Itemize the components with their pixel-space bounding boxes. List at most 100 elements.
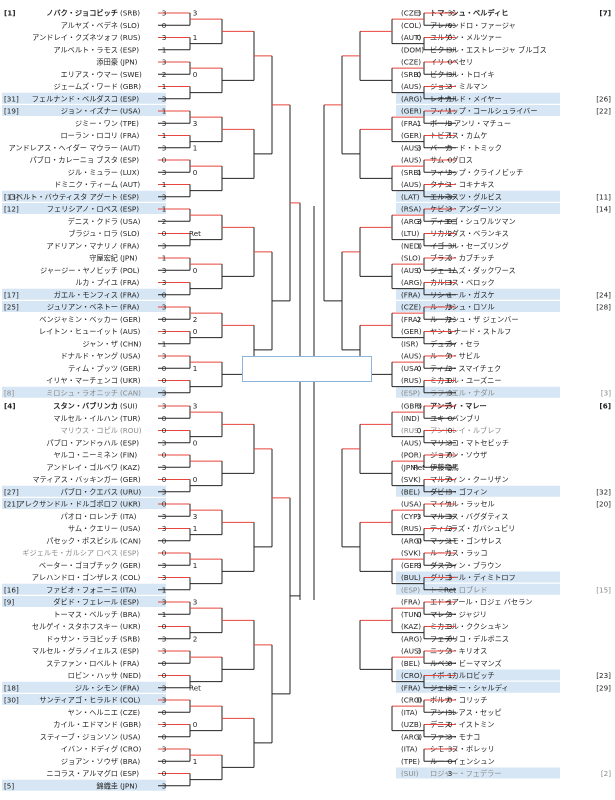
seed-highlight (396, 767, 560, 779)
score: 1 (448, 598, 453, 607)
player-name: ジョアン・ソウザ (61, 757, 118, 766)
country-code: (NED) (401, 241, 422, 250)
player-name: 錦織圭 (96, 781, 118, 790)
country-code: (AUS) (401, 143, 422, 152)
seed-highlight (396, 288, 560, 300)
score: 3 (448, 683, 453, 692)
score: 3 (448, 732, 453, 741)
country-code: (BEL) (401, 487, 420, 496)
player-name: ジェームズ・ダックワース (430, 266, 516, 275)
country-code: (NED) (120, 671, 141, 680)
seed-label: [21] (4, 500, 19, 509)
country-code: (TPE) (120, 119, 139, 128)
country-code: (BUL) (401, 573, 421, 582)
score: 0 (193, 475, 198, 484)
country-code: (USA) (120, 107, 141, 116)
score: 3 (417, 9, 422, 18)
score: 0 (162, 500, 167, 509)
country-code: (ESP) (401, 585, 420, 594)
seed-label: [28] (596, 303, 611, 312)
country-code: (AUS) (401, 180, 422, 189)
country-code: (ARG) (401, 217, 422, 226)
seed-highlight (2, 386, 166, 398)
country-code: (RUS) (401, 426, 422, 435)
score: 1 (162, 131, 167, 140)
score: 0 (162, 536, 167, 545)
score: 3 (162, 634, 167, 643)
player-name: ケビン・アンダーソン (430, 205, 502, 214)
seed-highlight (2, 190, 166, 202)
score: 0 (162, 757, 167, 766)
country-code: (LUX) (120, 168, 140, 177)
player-name: ユルゲン・メルツァー (430, 33, 502, 42)
player-name: マリウス・コピル (60, 426, 118, 435)
score: 3 (448, 45, 453, 54)
player-name: ファビオ・フォニーニ (46, 585, 118, 594)
score: 3 (448, 708, 453, 717)
score: 3 (162, 781, 167, 790)
country-code: (CZE) (401, 58, 421, 67)
country-code: (ARG) (401, 634, 422, 643)
seed-label: [14] (596, 205, 611, 214)
score: 0 (162, 290, 167, 299)
player-name: フェリシアノ・ロペス (47, 205, 118, 214)
player-name: ニック・キリオス (430, 647, 487, 656)
country-code: (FRA) (120, 131, 140, 140)
score: Ret (189, 683, 201, 692)
country-code: (ESP) (401, 388, 420, 397)
score: 0 (162, 229, 167, 238)
seed-highlight (396, 92, 560, 104)
country-code: (UZB) (401, 720, 422, 729)
score: 0 (193, 168, 198, 177)
score: 3 (448, 388, 453, 397)
country-code: (CZE) (120, 708, 140, 717)
score: 0 (417, 426, 422, 435)
player-name: 守屋宏紀 (89, 254, 118, 263)
score: 3 (162, 438, 167, 447)
score: 1 (193, 33, 198, 42)
seed-highlight (2, 694, 166, 705)
player-name: ジェームズ・ワード (54, 82, 118, 91)
player-name: ダスティン・ブラウン (430, 561, 501, 570)
score: 3 (448, 561, 453, 570)
seed-highlight (396, 190, 560, 202)
country-code: (ARG) (401, 278, 422, 287)
country-code: (SRB) (120, 634, 140, 643)
player-name: ニコラス・アルマグロ (46, 769, 118, 778)
country-code: (GER) (120, 364, 141, 373)
seed-highlight (2, 681, 166, 693)
player-name: フィリップ・コールシュライバー (430, 107, 538, 116)
seed-highlight (396, 301, 560, 312)
player-name: マティアス・バッキンガー (32, 475, 118, 484)
player-name: エドゥアール・ロジェ バセラン (430, 598, 532, 607)
score: 1 (417, 241, 422, 250)
score: 0 (448, 426, 453, 435)
player-name: ジョアン・ソウザ (430, 451, 487, 460)
score: 1 (448, 131, 453, 140)
score: 1 (162, 585, 167, 594)
player-name: ミカエル・ククシュキン (430, 622, 509, 631)
country-code: (GBR) (120, 720, 141, 729)
score: 3 (448, 192, 453, 201)
score: 3 (162, 598, 167, 607)
score: 1 (448, 107, 453, 116)
seed-highlight (2, 203, 166, 214)
player-name: ギジェルモ・ガルシア ロペス (22, 549, 118, 558)
score: 3 (448, 769, 453, 778)
player-name: リカルダス・ベランキス (430, 229, 509, 238)
player-name: アンディ・マレー (430, 402, 487, 411)
seed-label: [13] (4, 192, 19, 201)
player-name: ロビン・ハッサ (68, 671, 118, 680)
country-code: (GER) (401, 327, 422, 336)
player-name: マルコス・バグダティス (430, 512, 509, 521)
score: 1 (448, 500, 453, 509)
score: 3 (162, 303, 167, 312)
score: 1 (162, 610, 167, 619)
final-box (242, 356, 372, 382)
country-code: (JPN) (120, 254, 138, 263)
player-name: ノバク・ジョコビッチ (46, 9, 118, 18)
score: 0 (162, 426, 167, 435)
score: 3 (162, 745, 167, 754)
country-code: (KAZ) (120, 463, 140, 472)
